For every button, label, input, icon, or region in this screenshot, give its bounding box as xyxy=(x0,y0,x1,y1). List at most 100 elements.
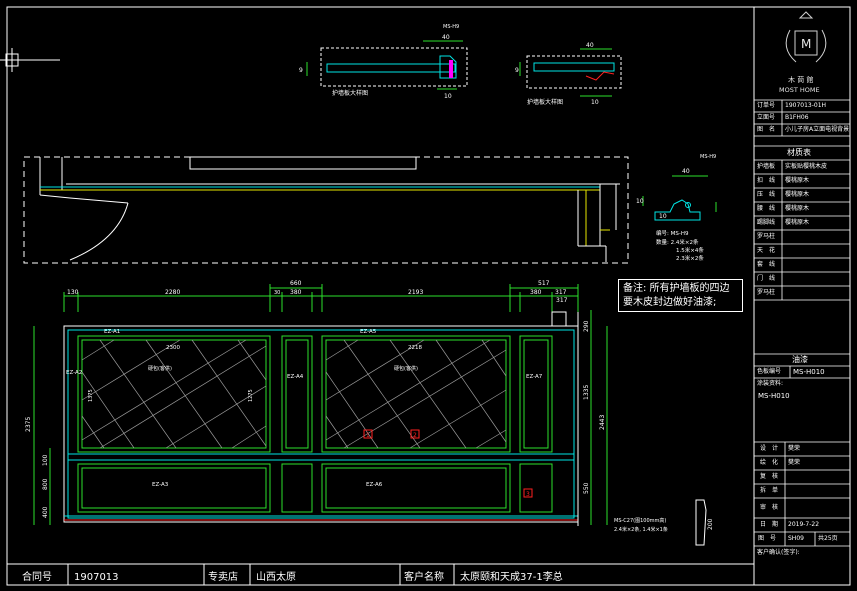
tb-paint-code-label: 色板编号 xyxy=(757,368,782,375)
contract-value: 1907013 xyxy=(74,572,119,583)
tb-material-label: 天 花 xyxy=(757,247,776,254)
elevation-dimension-lines xyxy=(33,284,608,525)
contract-label: 合同号 xyxy=(22,572,52,583)
detail-2-caption: 护墙板大样图 xyxy=(527,98,563,106)
tb-sign-label: 日 期 xyxy=(760,521,779,528)
tb-sign-label: 复 核 xyxy=(760,473,779,480)
note-box: 备注: 所有护墙板的四边要木皮封边做好油漆; xyxy=(618,279,743,312)
tb-sheet-label: 图 号 xyxy=(758,535,777,542)
left-dim-4: 400 xyxy=(42,506,49,518)
dim-lower-2: 380 xyxy=(290,289,302,296)
logo-en-name: MOST HOME xyxy=(779,86,820,94)
left-dim-2: 800 xyxy=(42,478,49,490)
crosshair-cursor-icon xyxy=(0,48,60,72)
detail-2-dim-side: 9 xyxy=(515,67,519,74)
logo-monogram: M xyxy=(801,37,811,51)
panel-inner-note-2: 硬包(客供) xyxy=(394,365,418,372)
tb-order-label: 订单号 xyxy=(757,102,776,109)
dim-upper-1: 660 xyxy=(290,280,302,287)
panel-label-a3: EZ-A3 xyxy=(152,482,169,488)
tb-material-label: 护墙板 xyxy=(757,163,776,170)
panel-inner-note-1: 硬包(客供) xyxy=(148,365,172,372)
tb-material-label: 压 线 xyxy=(757,191,776,198)
tb-material-label: 套 线 xyxy=(757,261,776,268)
detail-1-code: MS-H9 xyxy=(443,24,459,30)
panel-inner-dim-1: 2300 xyxy=(166,345,180,351)
red-tag-1: 1 xyxy=(366,432,370,439)
right-dim-4: 550 xyxy=(583,482,590,494)
detail-1-dim-side: 9 xyxy=(299,67,303,74)
tb-drawing-name-value: 小儿子房A立面电视背景 xyxy=(785,126,849,133)
red-tag-2: 2 xyxy=(413,432,417,439)
tb-sign-value: 2019-7-22 xyxy=(788,521,820,528)
dim-lower-4: 317 xyxy=(556,297,568,304)
dim-top-3: 2193 xyxy=(408,289,423,296)
panel-inner-dim-3: 1375 xyxy=(88,389,94,402)
tb-material-label: 扣 线 xyxy=(757,177,776,184)
tb-sheet-value: SH09 xyxy=(788,535,804,542)
panel-inner-dim-4: 1275 xyxy=(248,389,254,402)
moulding-profile xyxy=(642,175,717,221)
tb-drawing-name-label: 图 名 xyxy=(757,126,776,133)
detail-1-dim-w: 40 xyxy=(442,34,450,41)
panel-label-a6: EZ-A6 xyxy=(366,482,383,488)
tb-material-label: 罗马柱 xyxy=(757,289,776,296)
title-block-grid xyxy=(754,99,850,547)
profile-note-2: 数量: 2.4米×2条 xyxy=(656,238,699,246)
wall-elevation xyxy=(63,311,579,526)
left-dim-1: 2375 xyxy=(25,417,32,432)
most-home-logo xyxy=(785,11,827,63)
left-dim-3: 100 xyxy=(42,454,49,466)
right-dim-5: 200 xyxy=(707,518,714,530)
profile-note-3: 1.5米×4条 xyxy=(676,246,704,254)
tb-sign-label: 拆 单 xyxy=(760,487,779,494)
panel-label-a1: EZ-A1 xyxy=(104,329,120,335)
profile-dim-top: 40 xyxy=(682,168,690,175)
moulding-section-outline xyxy=(695,499,707,546)
profile-dim-side: 10 xyxy=(636,198,644,205)
tb-elevation-label: 立面号 xyxy=(757,114,776,121)
tb-sign-label: 审 核 xyxy=(760,504,779,511)
right-dim-1: 290 xyxy=(583,320,590,332)
tb-material-label: 腰 线 xyxy=(757,205,776,212)
wall-panel-detail-1 xyxy=(306,40,468,90)
soft-pack-diamond-pattern-right xyxy=(325,339,507,449)
tb-customer-confirm: 客户确认(签字): xyxy=(757,549,800,556)
panel-inner-dim-2: 2218 xyxy=(408,345,422,351)
plan-section-view xyxy=(23,156,629,264)
red-tag-3: 3 xyxy=(526,491,530,498)
tb-material-header: 材质表 xyxy=(787,148,811,157)
store-label: 专卖店 xyxy=(208,572,238,583)
dim-top-4: 317 xyxy=(555,289,567,296)
tb-material-value: 樱桃原木 xyxy=(785,191,810,198)
panel-label-a4: EZ-A4 xyxy=(287,374,304,380)
tb-material-label: 踢脚线 xyxy=(757,219,776,226)
detail-1-caption: 护墙板大样图 xyxy=(332,89,368,97)
tb-coating-label: 涂装资料: xyxy=(757,380,784,387)
profile-dim-bottom: 10 xyxy=(659,213,667,220)
logo-cn-name: 木 茼 館 xyxy=(788,75,813,84)
panel-label-a7: EZ-A7 xyxy=(526,374,543,380)
tb-coating-value: MS-H010 xyxy=(758,392,790,400)
drawing-outer-frame xyxy=(6,6,851,586)
dim-top-1: 130 xyxy=(67,289,79,296)
red-tag-markers xyxy=(363,429,533,498)
dim-lower-3: 380 xyxy=(530,289,542,296)
right-note-2: 2.4米×2条, 1.4米×1条 xyxy=(614,526,668,533)
right-dim-2: 1335 xyxy=(583,385,590,400)
dim-top-2: 2280 xyxy=(165,289,180,296)
tb-material-value: 樱桃原木 xyxy=(785,205,810,212)
right-dim-3: 2443 xyxy=(599,415,606,430)
client-label: 客户名称 xyxy=(404,572,444,583)
profile-note-1: 编号: MS-H9 xyxy=(656,229,689,237)
profile-note-4: 2.3米×2条 xyxy=(676,254,704,262)
dim-upper-2: 517 xyxy=(538,280,550,287)
tb-sign-label: 设 计 xyxy=(760,445,779,452)
tb-material-value: 樱桃原木 xyxy=(785,177,810,184)
panel-label-a5: EZ-A5 xyxy=(360,329,377,335)
tb-material-value: 樱桃原木 xyxy=(785,219,810,226)
detail-2-dim-w: 40 xyxy=(586,42,594,49)
client-value: 太原颐和天成37-1李总 xyxy=(460,572,563,583)
tb-sign-label: 绘 化 xyxy=(760,459,779,466)
